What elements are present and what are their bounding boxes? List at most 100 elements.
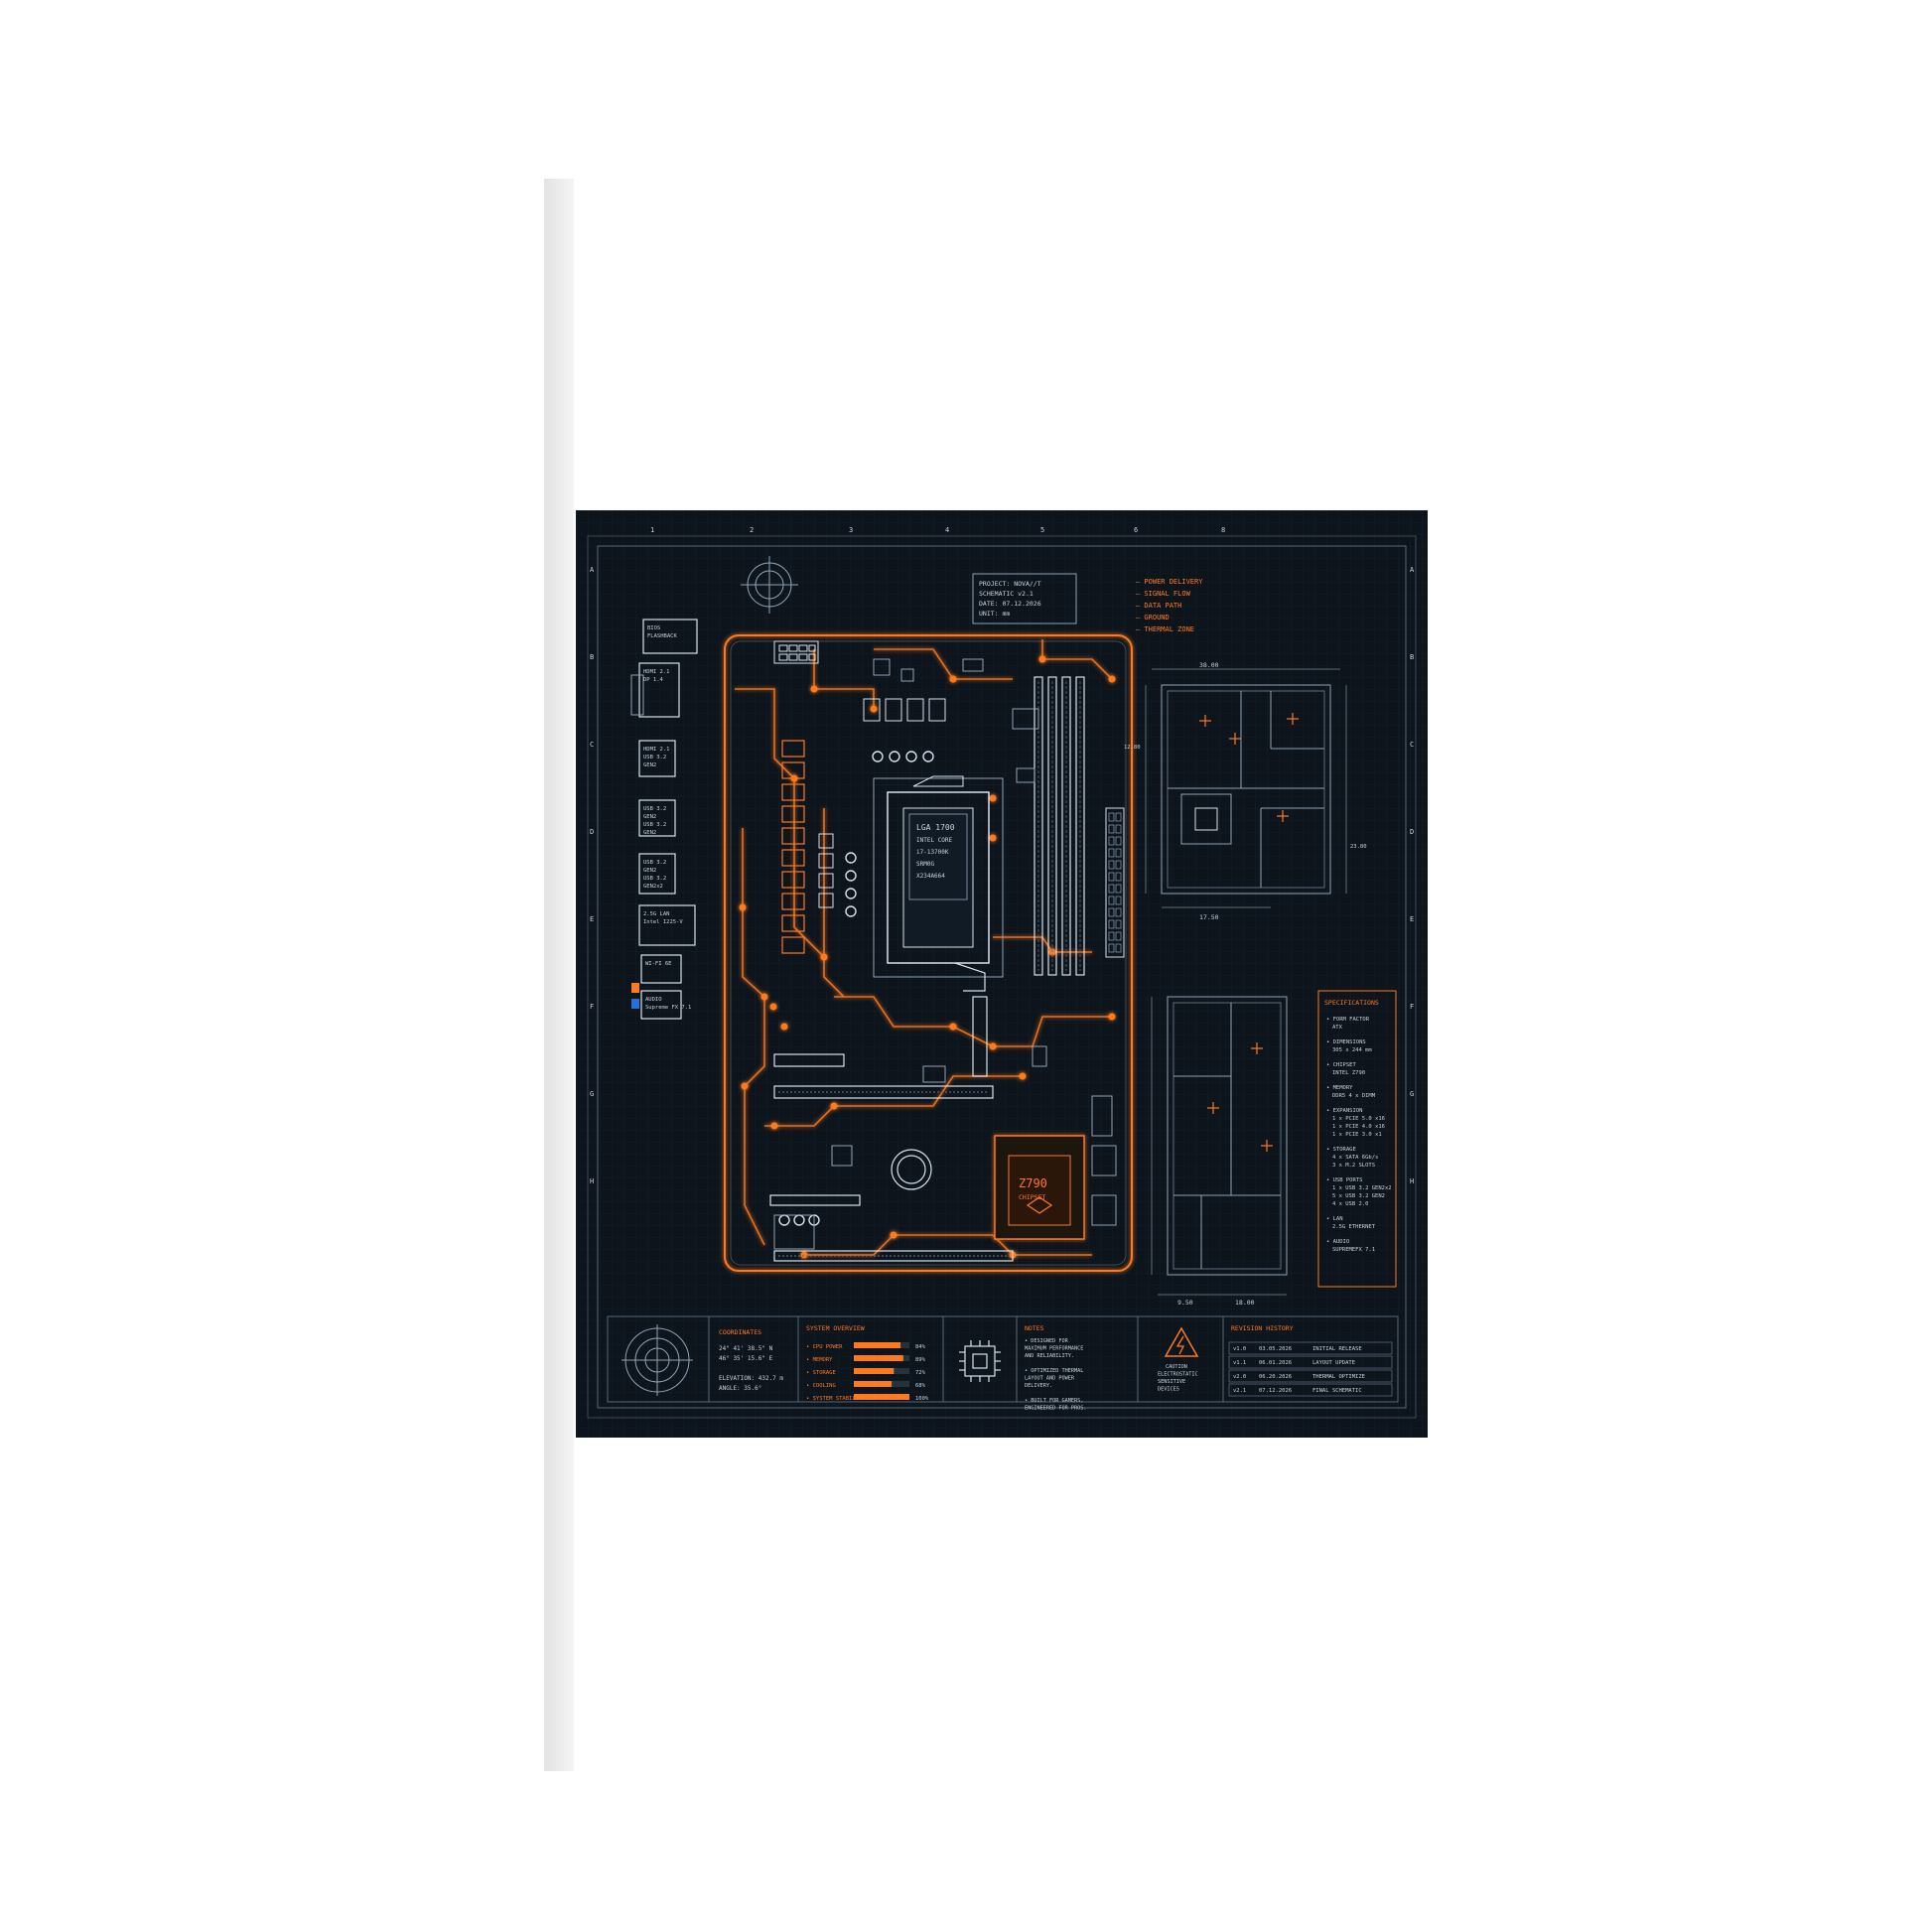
cpu-text-line: i7-13700K bbox=[916, 849, 949, 856]
io-port-label: BIOS bbox=[647, 625, 660, 631]
canvas-side-edge bbox=[544, 179, 574, 1771]
atx-pin bbox=[1115, 812, 1122, 822]
notes-line: • BUILT FOR GAMERS, bbox=[1025, 1398, 1083, 1404]
chipset bbox=[994, 1135, 1085, 1240]
io-port-label: FLASHBACK bbox=[647, 633, 677, 639]
trace-node bbox=[830, 1102, 838, 1110]
io-port bbox=[642, 619, 698, 654]
revision-version: v2.1 bbox=[1233, 1388, 1246, 1394]
dimension-mid: 17.50 bbox=[1199, 913, 1219, 921]
coordinates-title: COORDINATES bbox=[719, 1328, 761, 1336]
io-port-label: HDMI 2.1 bbox=[643, 669, 670, 675]
dimm-slots bbox=[1034, 676, 1085, 976]
eps-connector bbox=[773, 640, 819, 664]
spec-name: • MEMORY bbox=[1326, 1085, 1353, 1091]
dimension-top: 38.00 bbox=[1199, 661, 1219, 669]
io-port bbox=[638, 904, 696, 946]
revision-date: 06.01.2026 bbox=[1259, 1360, 1292, 1366]
revision-note: LAYOUT UPDATE bbox=[1312, 1360, 1355, 1366]
trace-node bbox=[739, 903, 747, 911]
vrm-block bbox=[781, 893, 805, 910]
io-port bbox=[638, 853, 676, 895]
io-port-label: 2.5G LAN bbox=[643, 911, 670, 917]
atx-pin bbox=[1108, 860, 1115, 870]
atx-pin bbox=[1115, 896, 1122, 905]
spec-value: 1 x PCIE 5.0 x16 bbox=[1332, 1116, 1385, 1122]
notes-line: AND RELIABILITY. bbox=[1025, 1353, 1074, 1359]
dimm-slot bbox=[1047, 676, 1057, 976]
io-port-label: HDMI 2.1 bbox=[643, 747, 670, 753]
io-port-label: USB 3.2 bbox=[643, 876, 666, 882]
compass-icon bbox=[741, 556, 798, 614]
trace-node bbox=[810, 685, 818, 693]
revision-row bbox=[1228, 1383, 1393, 1397]
io-port-label: GEN2 bbox=[643, 762, 656, 768]
chipset-subtitle: CHIPSET bbox=[1019, 1193, 1045, 1201]
spec-value: 3 x M.2 SLOTS bbox=[1332, 1163, 1375, 1169]
grid-column-label: 3 bbox=[849, 526, 853, 534]
notes-line: MAXIMUM PERFORMANCE bbox=[1025, 1346, 1083, 1352]
spec-value: 305 x 244 mm bbox=[1332, 1047, 1372, 1053]
io-port-label: AUDIO bbox=[645, 997, 662, 1003]
trace-node bbox=[1108, 1013, 1116, 1021]
vrm-block bbox=[781, 936, 805, 954]
grid-row-label: A bbox=[1410, 566, 1415, 574]
trace-node bbox=[870, 705, 878, 713]
project-line: UNIT: mm bbox=[979, 610, 1010, 618]
io-port bbox=[638, 799, 676, 837]
vga-port bbox=[630, 674, 644, 716]
io-port-label: DP 1.4 bbox=[643, 677, 664, 683]
legend: — POWER DELIVERY— SIGNAL FLOW— DATA PATH… bbox=[1136, 578, 1203, 633]
spec-name: • DIMENSIONS bbox=[1326, 1039, 1366, 1045]
dimension-left: 9.50 bbox=[1177, 1299, 1193, 1307]
misc-chips bbox=[773, 658, 1117, 1250]
cpu-text-line: X234A664 bbox=[916, 873, 945, 880]
io-port bbox=[638, 662, 680, 718]
grid-column-label: 6 bbox=[1134, 526, 1138, 534]
grid-row-label: C bbox=[1410, 741, 1414, 749]
io-port-label: GEN2 bbox=[643, 814, 656, 820]
vrm-block bbox=[781, 761, 805, 779]
trace-node bbox=[741, 1082, 749, 1090]
spec-value: 1 x PCIE 4.0 x16 bbox=[1332, 1124, 1385, 1130]
trace-node bbox=[800, 1251, 808, 1259]
vrm-block bbox=[781, 805, 805, 823]
capacitors bbox=[778, 751, 934, 1226]
overview-bar-fill bbox=[854, 1355, 903, 1361]
spec-value: 1 x USB 3.2 GEN2x2 bbox=[1332, 1185, 1392, 1191]
spec-value: 4 x USB 2.0 bbox=[1332, 1201, 1368, 1207]
dimm-slot bbox=[1061, 676, 1071, 976]
vrm-block bbox=[781, 871, 805, 889]
atx-pin bbox=[1108, 907, 1115, 917]
notes: NOTES• DESIGNED FOR MAXIMUM PERFORMANCE … bbox=[1025, 1324, 1086, 1412]
atx-pin bbox=[1108, 943, 1115, 953]
audio-jack bbox=[631, 983, 639, 993]
trace-node bbox=[949, 675, 957, 683]
grid-row-label: A bbox=[590, 566, 595, 574]
grid-row-label: H bbox=[1410, 1177, 1414, 1185]
trace-node bbox=[890, 1231, 897, 1239]
audio-jack bbox=[631, 999, 639, 1009]
trace-node bbox=[820, 953, 828, 961]
spec-value: 5 x USB 3.2 GEN2 bbox=[1332, 1193, 1385, 1199]
atx-pin bbox=[1108, 896, 1115, 905]
overview-label: • SYSTEM STABILITY bbox=[806, 1396, 866, 1402]
atx-pin bbox=[1108, 931, 1115, 941]
atx-pin bbox=[1108, 812, 1115, 822]
warning-icon bbox=[1164, 1326, 1199, 1357]
atx-24pin-outline bbox=[1105, 807, 1125, 958]
legend-item: — GROUND bbox=[1136, 614, 1170, 621]
caution-line: SENSITIVE bbox=[1158, 1379, 1185, 1385]
dimm-slot bbox=[1034, 676, 1043, 976]
legend-item: — DATA PATH bbox=[1136, 602, 1181, 610]
atx-pin bbox=[1115, 836, 1122, 846]
atx-pin bbox=[1108, 919, 1115, 929]
caution-line: CAUTION bbox=[1166, 1364, 1187, 1370]
atx-pin bbox=[1108, 884, 1115, 894]
vrm-block bbox=[781, 827, 805, 845]
